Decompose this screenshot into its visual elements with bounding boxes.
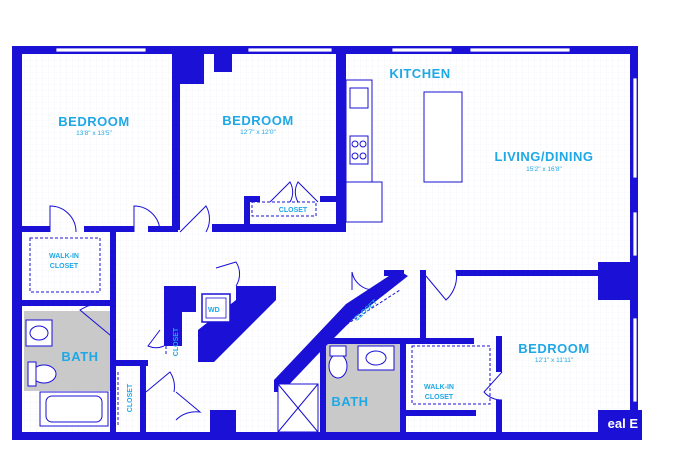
bedroom3-dims: 12'1" x 11'11" [535, 357, 574, 364]
bath2-name: BATH [331, 394, 368, 409]
wd-label: WD [208, 307, 220, 314]
bedroom2-dims: 12'7" x 12'0" [240, 129, 276, 136]
bedroom3-name: BEDROOM [518, 341, 589, 356]
bath2-fixtures [277, 345, 395, 433]
bedroom2-name: BEDROOM [222, 113, 293, 128]
watermark: eal E [608, 416, 639, 431]
walkin2-line1: WALK-IN [424, 384, 454, 391]
wd-alcove-wall [164, 286, 196, 346]
hall-angled-wall [198, 286, 276, 362]
bedroom2-closet-label: CLOSET [279, 207, 308, 214]
door-swings [49, 181, 503, 421]
hall-closet-label: CLOSET [127, 383, 134, 412]
bedroom1-name: BEDROOM [58, 114, 129, 129]
bath1-name: BATH [61, 349, 98, 364]
walkin1-line2: CLOSET [50, 263, 79, 270]
living-name: LIVING/DINING [495, 149, 594, 164]
walkin2-line2: CLOSET [425, 394, 454, 401]
bath1-fixtures [25, 319, 109, 427]
closet-shelves [29, 201, 491, 426]
kitchen-counters [345, 79, 463, 223]
walkin1-line1: WALK-IN [49, 253, 79, 260]
bath2-angled-wall [274, 270, 408, 392]
living-dims: 15'2" x 16'8" [526, 166, 562, 173]
kitchen-name: KITCHEN [389, 66, 450, 81]
interior-walls [22, 54, 598, 436]
windows [55, 47, 638, 403]
washer-dryer [201, 293, 231, 323]
bath-closet-label: CLOSET [173, 327, 180, 356]
bedroom1-dims: 13'8" x 13'5" [76, 130, 112, 137]
